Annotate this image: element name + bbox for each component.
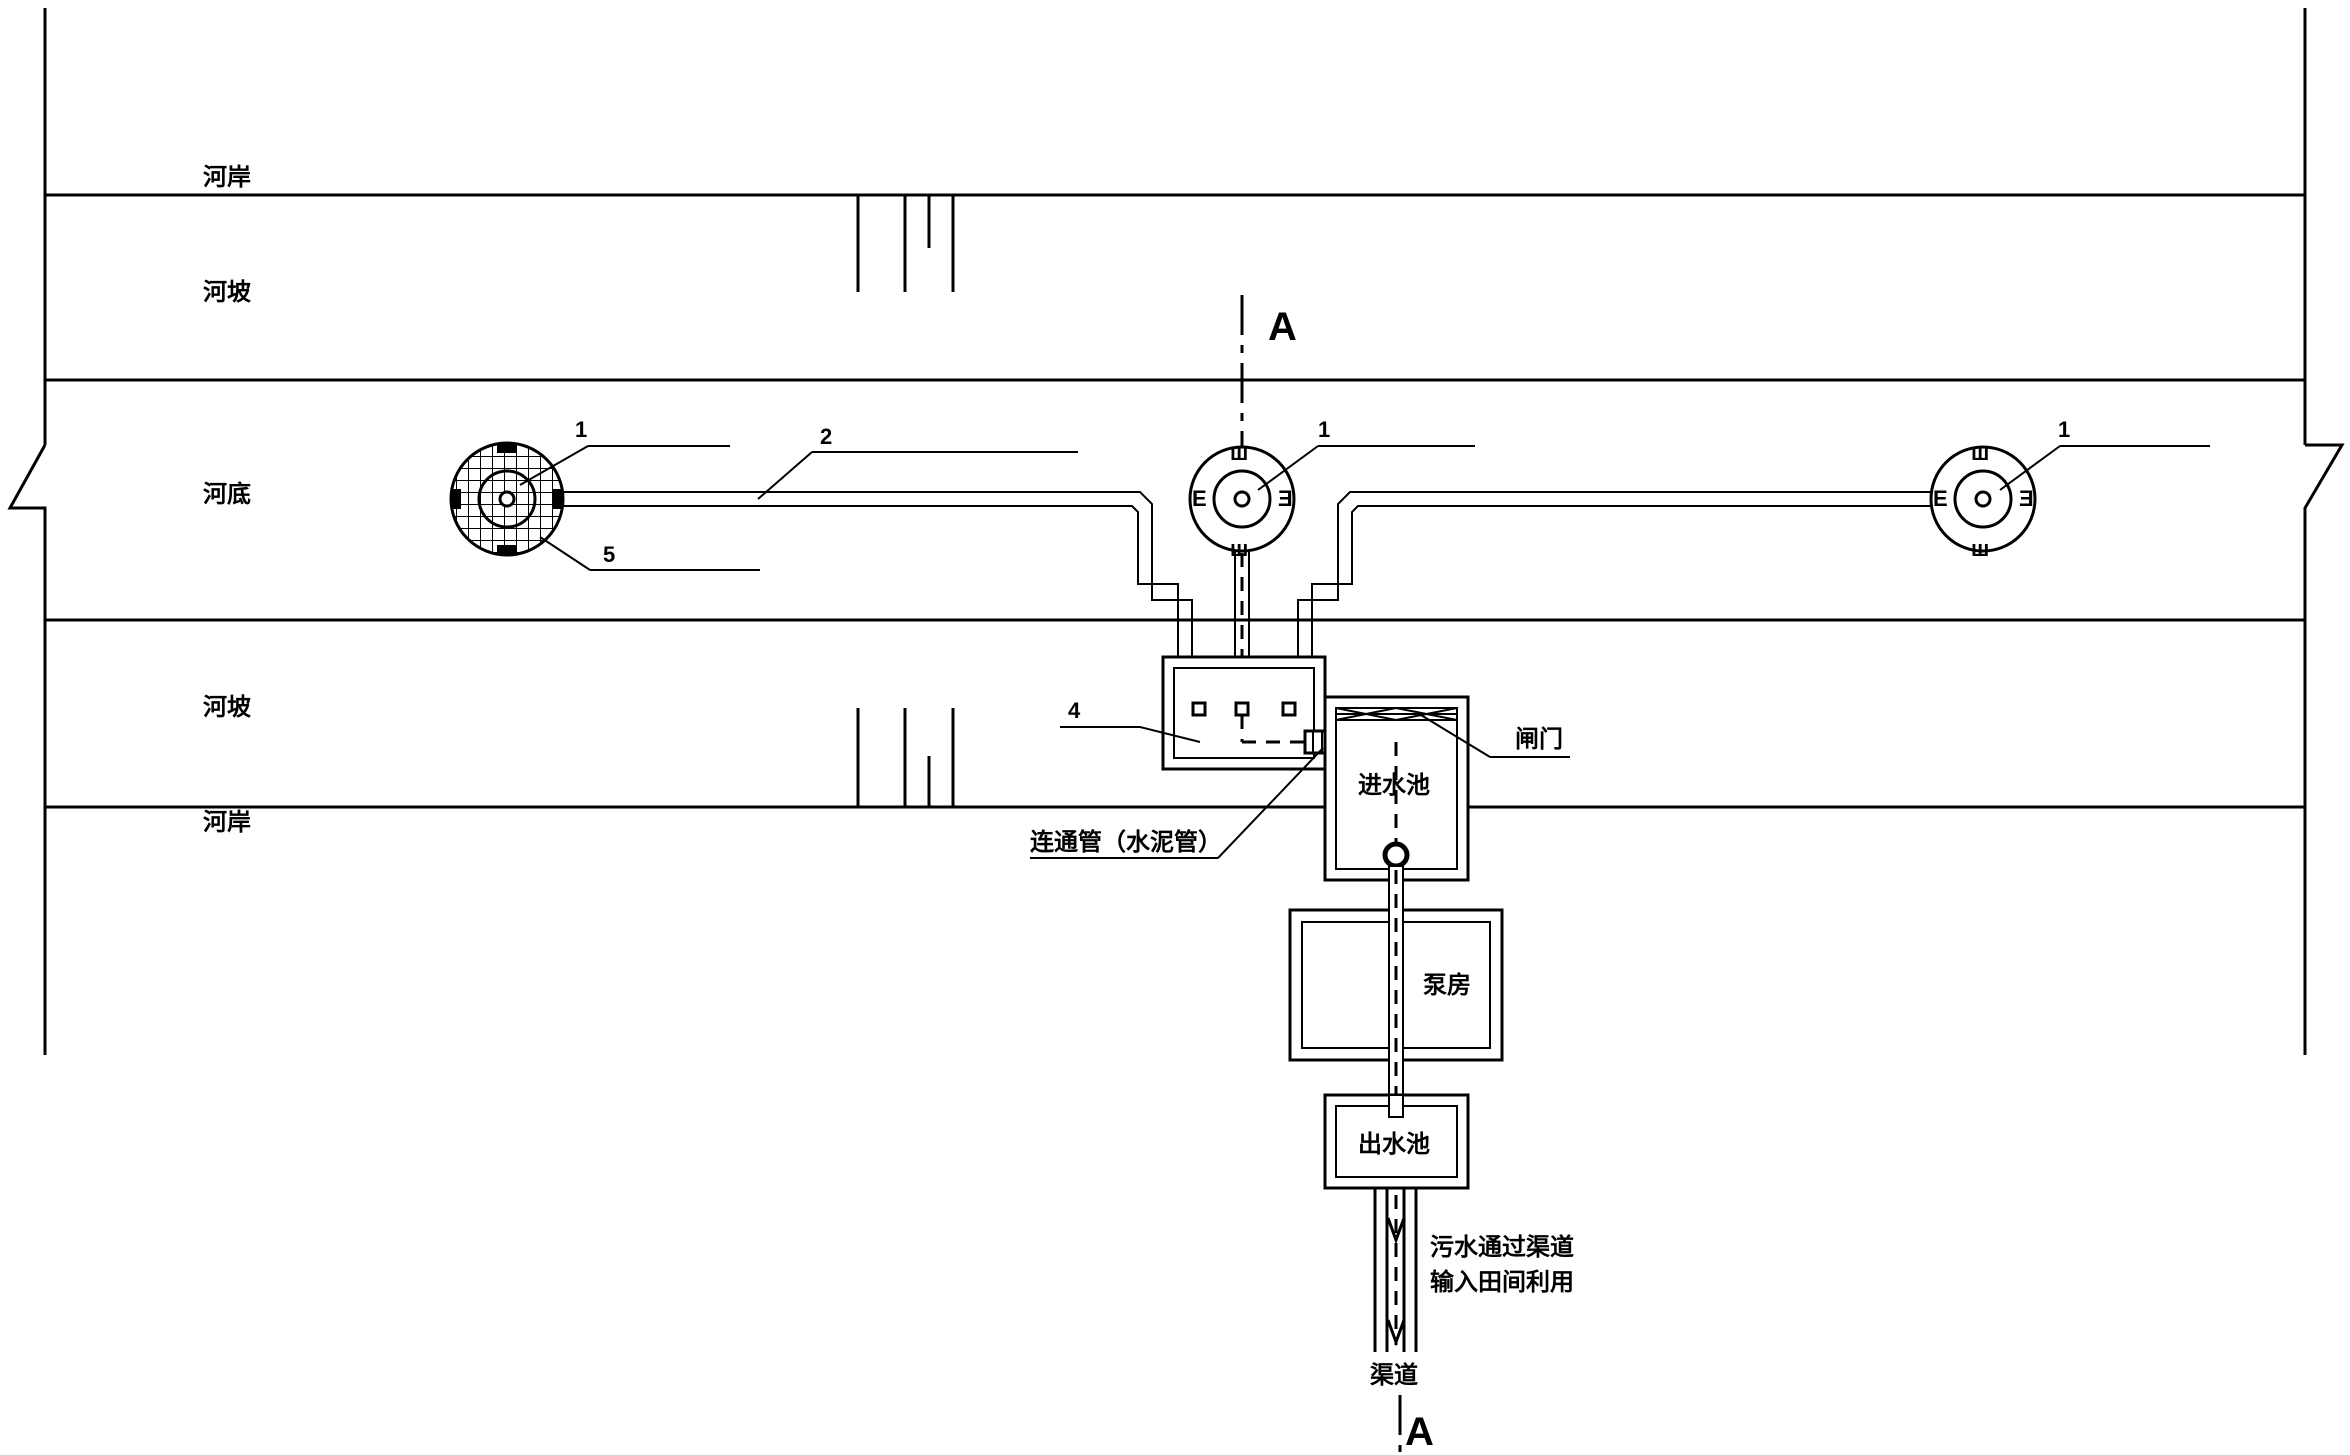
section-mark-bottom: A [1405, 1410, 1434, 1454]
callout-pipe: 2 [820, 424, 832, 449]
label-inlet-pool: 进水池 [1358, 771, 1430, 799]
sewage-note-line1: 污水通过渠道 [1430, 1233, 1574, 1261]
svg-text:ш: ш [1971, 536, 1989, 561]
channel: 渠道 [1370, 1188, 1418, 1389]
label-channel: 渠道 [1370, 1361, 1418, 1389]
well-left-grid-cover [449, 441, 565, 557]
section-mark-top: A [1268, 305, 1297, 349]
label-bank-top: 河岸 [203, 163, 251, 191]
svg-text:Ǝ: Ǝ [1278, 486, 1293, 511]
label-riverbed: 河底 [203, 480, 251, 508]
slope-hatch-top [856, 195, 955, 292]
right-boundary-break-line [2303, 443, 2345, 1055]
slope-hatch-bottom [856, 708, 955, 807]
callout-leaders [519, 445, 2210, 859]
label-bank-bottom: 河岸 [203, 808, 251, 836]
label-pump-house: 泵房 [1423, 971, 1471, 999]
sewage-note-line2: 输入田间利用 [1430, 1268, 1574, 1296]
label-outlet-pool: 出水池 [1358, 1130, 1430, 1158]
callout-well-center: 1 [1318, 417, 1330, 442]
svg-text:ш: ш [1230, 536, 1248, 561]
well-center: ш ш E Ǝ [1188, 440, 1296, 561]
outlet-pool: 出水池 [1323, 1093, 1470, 1190]
svg-text:ш: ш [1230, 440, 1248, 465]
svg-text:E: E [1192, 486, 1207, 511]
collection-box [1161, 655, 1327, 771]
callout-grid-cover: 5 [603, 542, 615, 567]
discharge-pipe [1388, 865, 1404, 1117]
label-slope-bottom: 河坡 [203, 693, 251, 721]
callout-well-left: 1 [575, 417, 587, 442]
left-boundary-break-line [7, 444, 47, 1055]
label-gate: 闸门 [1515, 725, 1563, 753]
svg-text:ш: ш [1971, 440, 1989, 465]
label-slope-top: 河坡 [203, 278, 251, 306]
inlet-pool: 进水池 [1323, 695, 1470, 882]
label-connector-pipe: 连通管（水泥管） [1030, 828, 1222, 856]
svg-text:E: E [1933, 486, 1948, 511]
svg-text:Ǝ: Ǝ [2019, 486, 2034, 511]
callout-collection-box: 4 [1068, 698, 1081, 723]
well-right: ш ш E Ǝ [1929, 440, 2037, 561]
callout-well-right: 1 [2058, 417, 2070, 442]
